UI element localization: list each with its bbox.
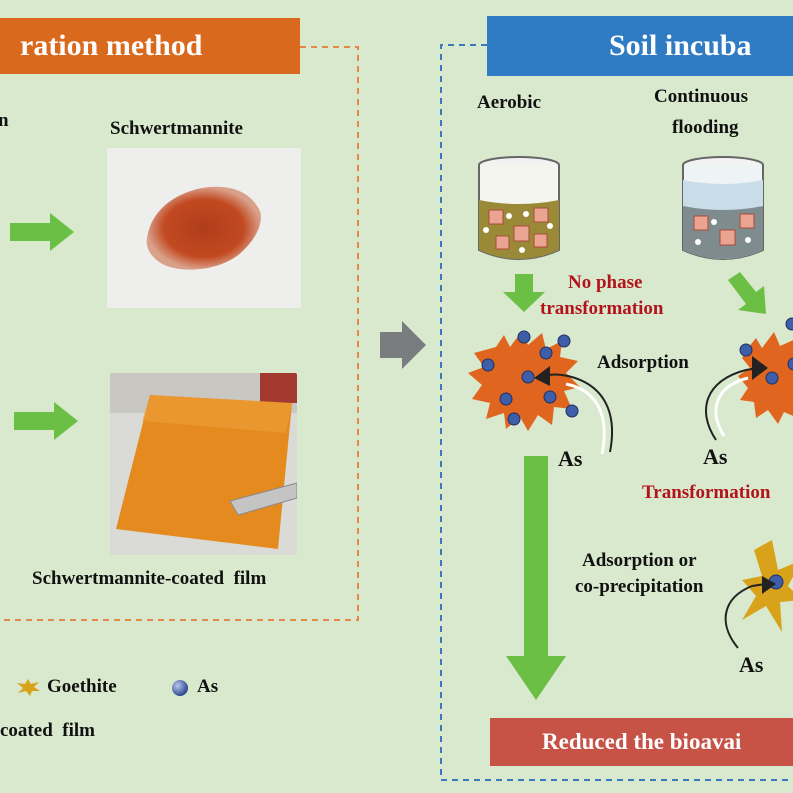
aerobic-label: Aerobic [477, 92, 542, 113]
gray-transition-arrow [380, 321, 426, 369]
transformation-curved-arrow [705, 356, 768, 441]
schwertmannite-label: Schwertmannite [110, 118, 243, 139]
as-label-left: As [558, 446, 583, 471]
result-banner: Reduced the bioavai [490, 718, 793, 766]
goethite-legend-label: Goethite [47, 676, 117, 697]
flooding-label-line1: Continuous [654, 86, 748, 107]
as-label-mid: As [703, 444, 728, 469]
flooding-beaker-icon [682, 156, 764, 260]
coated-film-photo [110, 373, 297, 555]
as-legend-icon [172, 680, 188, 696]
coated-film-legend-label: coated film [0, 720, 95, 741]
adsorption-label: Adsorption [597, 352, 689, 373]
left-cut-label: n [0, 110, 9, 131]
schwertmannite-powder-photo [107, 148, 301, 308]
long-green-down-arrow [506, 456, 566, 700]
adsorption-or-label-line2: co-precipitation [575, 576, 704, 597]
aerobic-beaker-icon [478, 156, 560, 260]
right-panel-title: Soil incuba [609, 29, 752, 62]
green-arrow-2 [14, 402, 78, 440]
as-label-bottom: As [739, 652, 764, 677]
result-banner-text: Reduced the bioavai [542, 729, 742, 754]
aerobic-down-arrow [503, 274, 545, 312]
left-panel-title-banner: ration method [0, 18, 300, 74]
coated-film-image [110, 373, 297, 549]
right-panel-title-banner: Soil incuba [487, 16, 793, 76]
flooding-down-arrow [728, 272, 766, 314]
transformation-label: Transformation [642, 482, 771, 503]
adsorption-curved-arrow-left [534, 366, 614, 455]
powder-pile-image [146, 186, 261, 270]
coprecipitation-curved-arrow [724, 576, 776, 649]
no-phase-label-line2: transformation [540, 298, 664, 319]
schwertmannite-mineral-with-as [468, 330, 580, 431]
flooding-label-line2: flooding [672, 117, 739, 138]
no-phase-label-line1: No phase [568, 272, 643, 293]
transforming-mineral-with-as [738, 317, 793, 424]
as-legend-label: As [197, 676, 219, 697]
coated-film-label: Schwertmannite-coated film [32, 568, 267, 589]
adsorption-or-label-line1: Adsorption or [582, 550, 697, 571]
goethite-legend-icon [17, 679, 40, 696]
green-arrow-1 [10, 213, 74, 251]
left-panel-title: ration method [20, 29, 203, 62]
